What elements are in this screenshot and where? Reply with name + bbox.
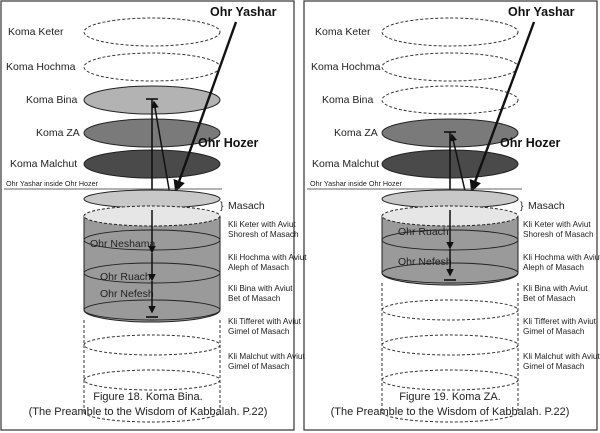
vessel-dashed-base (381, 411, 519, 423)
inside-label: Ohr Yashar inside Ohr Hozer (6, 179, 99, 188)
koma-label: Koma Hochma (6, 61, 76, 73)
vessel-dashed-ring (381, 299, 519, 321)
vessel-dashed-base (83, 411, 221, 423)
kli-label: Kli Hochma with Aviut (228, 253, 307, 262)
kli-label: Kli Malchut with Aviut (523, 352, 600, 361)
masach-disc (83, 189, 221, 209)
ohr-yashar-arrow (469, 21, 536, 193)
koma-keter-ellipse (381, 17, 519, 47)
koma-label: Koma ZA (334, 127, 378, 139)
kli-label: Kli Keter with Aviut (523, 220, 591, 229)
koma-keter-ellipse (83, 17, 221, 47)
kli-label: Kli Hochma with Aviut (523, 253, 600, 262)
vessel-label: Ohr Nefesh (100, 288, 154, 300)
ohr-hozer-label: Ohr Hozer (198, 136, 259, 150)
koma-hochma-ellipse (381, 52, 519, 82)
masach-disc (381, 189, 519, 209)
figure-source: (The Preamble to the Wisdom of Kabbalah.… (29, 406, 268, 418)
ohr-hozer-label: Ohr Hozer (500, 136, 561, 150)
kli-label: Gimel of Masach (228, 327, 290, 336)
koma-label: Koma Hochma (311, 61, 381, 73)
kli-label: Kli Bina with Aviut (523, 284, 588, 293)
kli-label: Bet of Masach (523, 294, 576, 303)
koma-hochma-ellipse (83, 52, 221, 82)
masach-label: Masach (228, 200, 265, 212)
right-panel: Koma Keter Koma Hochma Koma Bina Koma ZA… (307, 5, 600, 423)
kli-label: Kli Tifferet with Aviut (523, 317, 597, 326)
kli-label: Gimel of Masach (523, 327, 585, 336)
ohr-hozer-arrow (151, 100, 171, 196)
koma-label: Koma Malchut (10, 158, 77, 170)
koma-label: Koma Bina (26, 94, 78, 106)
koma-bina-ellipse (381, 85, 519, 115)
vessel-dashed-ring (381, 369, 519, 391)
figure-caption: Figure 19. Koma ZA. (399, 391, 501, 403)
ohr-yashar-label: Ohr Yashar (210, 5, 277, 19)
right-panel-frame (303, 0, 598, 431)
left-panel-frame (0, 0, 295, 431)
kli-label: Gimel of Masach (523, 362, 585, 371)
kli-label: Aleph of Masach (523, 263, 584, 272)
masach-label: Masach (528, 200, 565, 212)
kli-label: Aleph of Masach (228, 263, 289, 272)
kli-label: Kli Bina with Aviut (228, 284, 293, 293)
vessel-dashed-ring (83, 369, 221, 391)
koma-label: Koma Bina (322, 94, 374, 106)
figure-source: (The Preamble to the Wisdom of Kabbalah.… (331, 406, 570, 418)
vessel-label: Ohr Ruach (100, 271, 151, 283)
koma-label: Koma Malchut (312, 158, 379, 170)
kli-label: Kli Keter with Aviut (228, 220, 296, 229)
kli-label: Kli Tifferet with Aviut (228, 317, 302, 326)
left-panel: Koma Keter Koma Hochma Koma Bina Koma ZA… (4, 5, 307, 423)
vessel-label: Ohr Neshama (90, 238, 156, 250)
inside-label: Ohr Yashar inside Ohr Hozer (310, 179, 403, 188)
kli-label: Gimel of Masach (228, 362, 290, 371)
ohr-yashar-arrow (173, 21, 238, 193)
koma-label: Koma ZA (36, 127, 80, 139)
kli-label: Bet of Masach (228, 294, 281, 303)
vessel-label: Ohr Ruach (398, 226, 449, 238)
koma-label: Koma Keter (315, 26, 371, 38)
kli-label: Shoresh of Masach (523, 230, 594, 239)
masach-brace: } (520, 200, 524, 212)
masach-brace: } (220, 200, 224, 212)
kli-label: Kli Malchut with Aviut (228, 352, 305, 361)
figure-caption: Figure 18. Koma Bina. (93, 391, 202, 403)
ohr-hozer-arrow (449, 133, 467, 196)
vessel-label: Ohr Nefesh (398, 256, 452, 268)
ohr-yashar-label: Ohr Yashar (508, 5, 575, 19)
koma-label: Koma Keter (8, 26, 64, 38)
vessel-dashed-ring (83, 334, 221, 356)
vessel-dashed-ring (381, 334, 519, 356)
kli-label: Shoresh of Masach (228, 230, 299, 239)
